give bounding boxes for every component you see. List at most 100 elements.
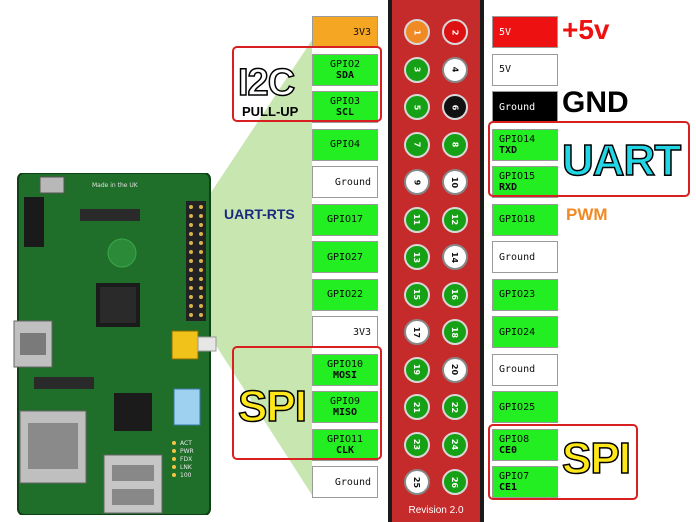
right-header-pin-number: 4	[450, 66, 460, 73]
plus-5v-label: +5v	[562, 14, 610, 45]
right-header-pin-number: 2	[450, 29, 460, 35]
right-pin-name: Ground	[499, 251, 536, 263]
right-pin-box: GPIO25	[492, 391, 558, 423]
left-pin-name: 3V3	[352, 26, 371, 38]
left-pin-name: Ground	[334, 476, 371, 488]
right-header-pin: 26	[442, 469, 468, 495]
right-pin-box: Ground	[492, 241, 558, 273]
left-header-pin-number: 3	[412, 66, 422, 73]
right-pin-function: TXD	[499, 144, 518, 156]
left-pin-name: GPIO10	[326, 358, 364, 370]
right-header-pin-number: 24	[450, 438, 460, 451]
left-pin-function: SDA	[335, 69, 355, 81]
board-act-label: ACT	[180, 440, 192, 447]
right-header-pin: 16	[442, 281, 468, 308]
right-header-pin-number: 20	[450, 363, 460, 376]
right-header-pin: 8	[442, 131, 468, 158]
raspberry-pi-board-illustration: Made in the UK ACT PWR	[13, 173, 217, 515]
right-header-pin: 22	[442, 394, 468, 420]
right-pin-name: GPIO18	[499, 214, 536, 225]
board-speed-label: 100	[180, 472, 192, 479]
right-pin-name: GPIO14	[499, 133, 536, 145]
i2c-label: I2C	[237, 61, 296, 105]
left-header-pin-number: 1	[412, 29, 422, 35]
left-header-pin-number: 9	[412, 179, 422, 185]
left-pin-name: GPIO3	[329, 96, 361, 107]
right-pin-name: 5V	[499, 26, 512, 38]
right-pin-box: Ground	[492, 353, 558, 386]
right-header-pin-number: 26	[450, 476, 460, 488]
right-pin-name: 5V	[499, 64, 512, 75]
pull-up-label: PULL-UP	[242, 104, 299, 119]
right-header-pin-number: 22	[450, 401, 460, 413]
spi-left-group-outline	[232, 346, 382, 460]
right-header-pin-number: 16	[450, 288, 460, 301]
right-pin-box: GPIO18	[492, 203, 558, 236]
right-pin-name: GPIO23	[499, 289, 536, 300]
right-pin-name: Ground	[499, 101, 536, 113]
spi-right-group-outline	[488, 424, 638, 500]
left-pin-box: Ground	[312, 466, 378, 498]
right-pin-name: GPIO15	[499, 171, 536, 182]
left-header-pin-number: 23	[412, 438, 422, 451]
left-header-pin: 17	[404, 319, 430, 345]
left-pin-box: 3V3	[312, 316, 378, 348]
gnd-label: GND	[562, 86, 629, 119]
left-pin-box: GPIO4	[312, 128, 378, 161]
right-pin-name: GPIO24	[499, 326, 536, 338]
left-header-pin: 1	[404, 19, 430, 45]
left-header-pin: 23	[404, 431, 430, 458]
right-header-pin: 20	[442, 356, 468, 383]
right-pin-name: GPIO25	[499, 401, 536, 413]
left-pin-name: GPIO4	[329, 139, 361, 150]
left-header-pin-number: 11	[412, 213, 422, 226]
left-header-pin: 3	[404, 56, 430, 83]
left-header-pin: 5	[404, 94, 430, 120]
left-header-pin-number: 5	[412, 104, 422, 110]
spi-left-label: SPI	[237, 381, 307, 432]
left-header-pin-number: 13	[412, 251, 422, 263]
board-pwr-label: PWR	[180, 448, 194, 455]
right-pin-function: RXD	[499, 182, 518, 193]
right-header-pin-number: 6	[450, 104, 460, 110]
left-pin-name: GPIO17	[326, 214, 364, 225]
right-header-pin-number: 10	[450, 176, 460, 188]
left-pin-name: GPIO11	[326, 433, 364, 445]
left-header-pin-number: 7	[412, 141, 422, 148]
uart-rts-label: UART-RTS	[224, 206, 295, 222]
left-header-pin: 7	[404, 131, 430, 158]
uart-label: UART	[561, 135, 682, 186]
left-header-pin-number: 19	[412, 363, 422, 376]
left-header-pin: 21	[404, 394, 430, 420]
right-pin-box: 5V	[492, 16, 558, 48]
left-pin-function: MOSI	[332, 369, 358, 381]
right-header-pin-number: 12	[450, 213, 460, 226]
left-header-pin: 11	[404, 206, 430, 233]
right-header-pin: 2	[442, 19, 468, 45]
left-header-pin: 9	[404, 169, 430, 195]
right-header-pin: 24	[442, 431, 468, 458]
i2c-group-outline	[232, 46, 382, 122]
left-header-pin-number: 25	[412, 476, 422, 488]
board-fdx-label: FDX	[180, 456, 192, 463]
left-header-pin-number: 21	[412, 401, 422, 413]
board-lnk-label: LNK	[180, 464, 193, 471]
board-made-in-text: Made in the UK	[92, 182, 139, 189]
right-pin-box: 5V	[492, 53, 558, 86]
right-header-pin-number: 8	[450, 141, 460, 148]
right-pin-name: GPIO8	[499, 433, 530, 445]
spi-right-label: SPI	[561, 433, 631, 484]
right-pin-box: GPIO24	[492, 316, 558, 348]
left-pin-box: Ground	[312, 166, 378, 198]
right-pin-box: Ground	[492, 91, 558, 123]
right-pin-name: Ground	[499, 364, 536, 375]
right-pin-function: CE1	[499, 482, 518, 493]
right-header-pin: 18	[442, 319, 468, 345]
